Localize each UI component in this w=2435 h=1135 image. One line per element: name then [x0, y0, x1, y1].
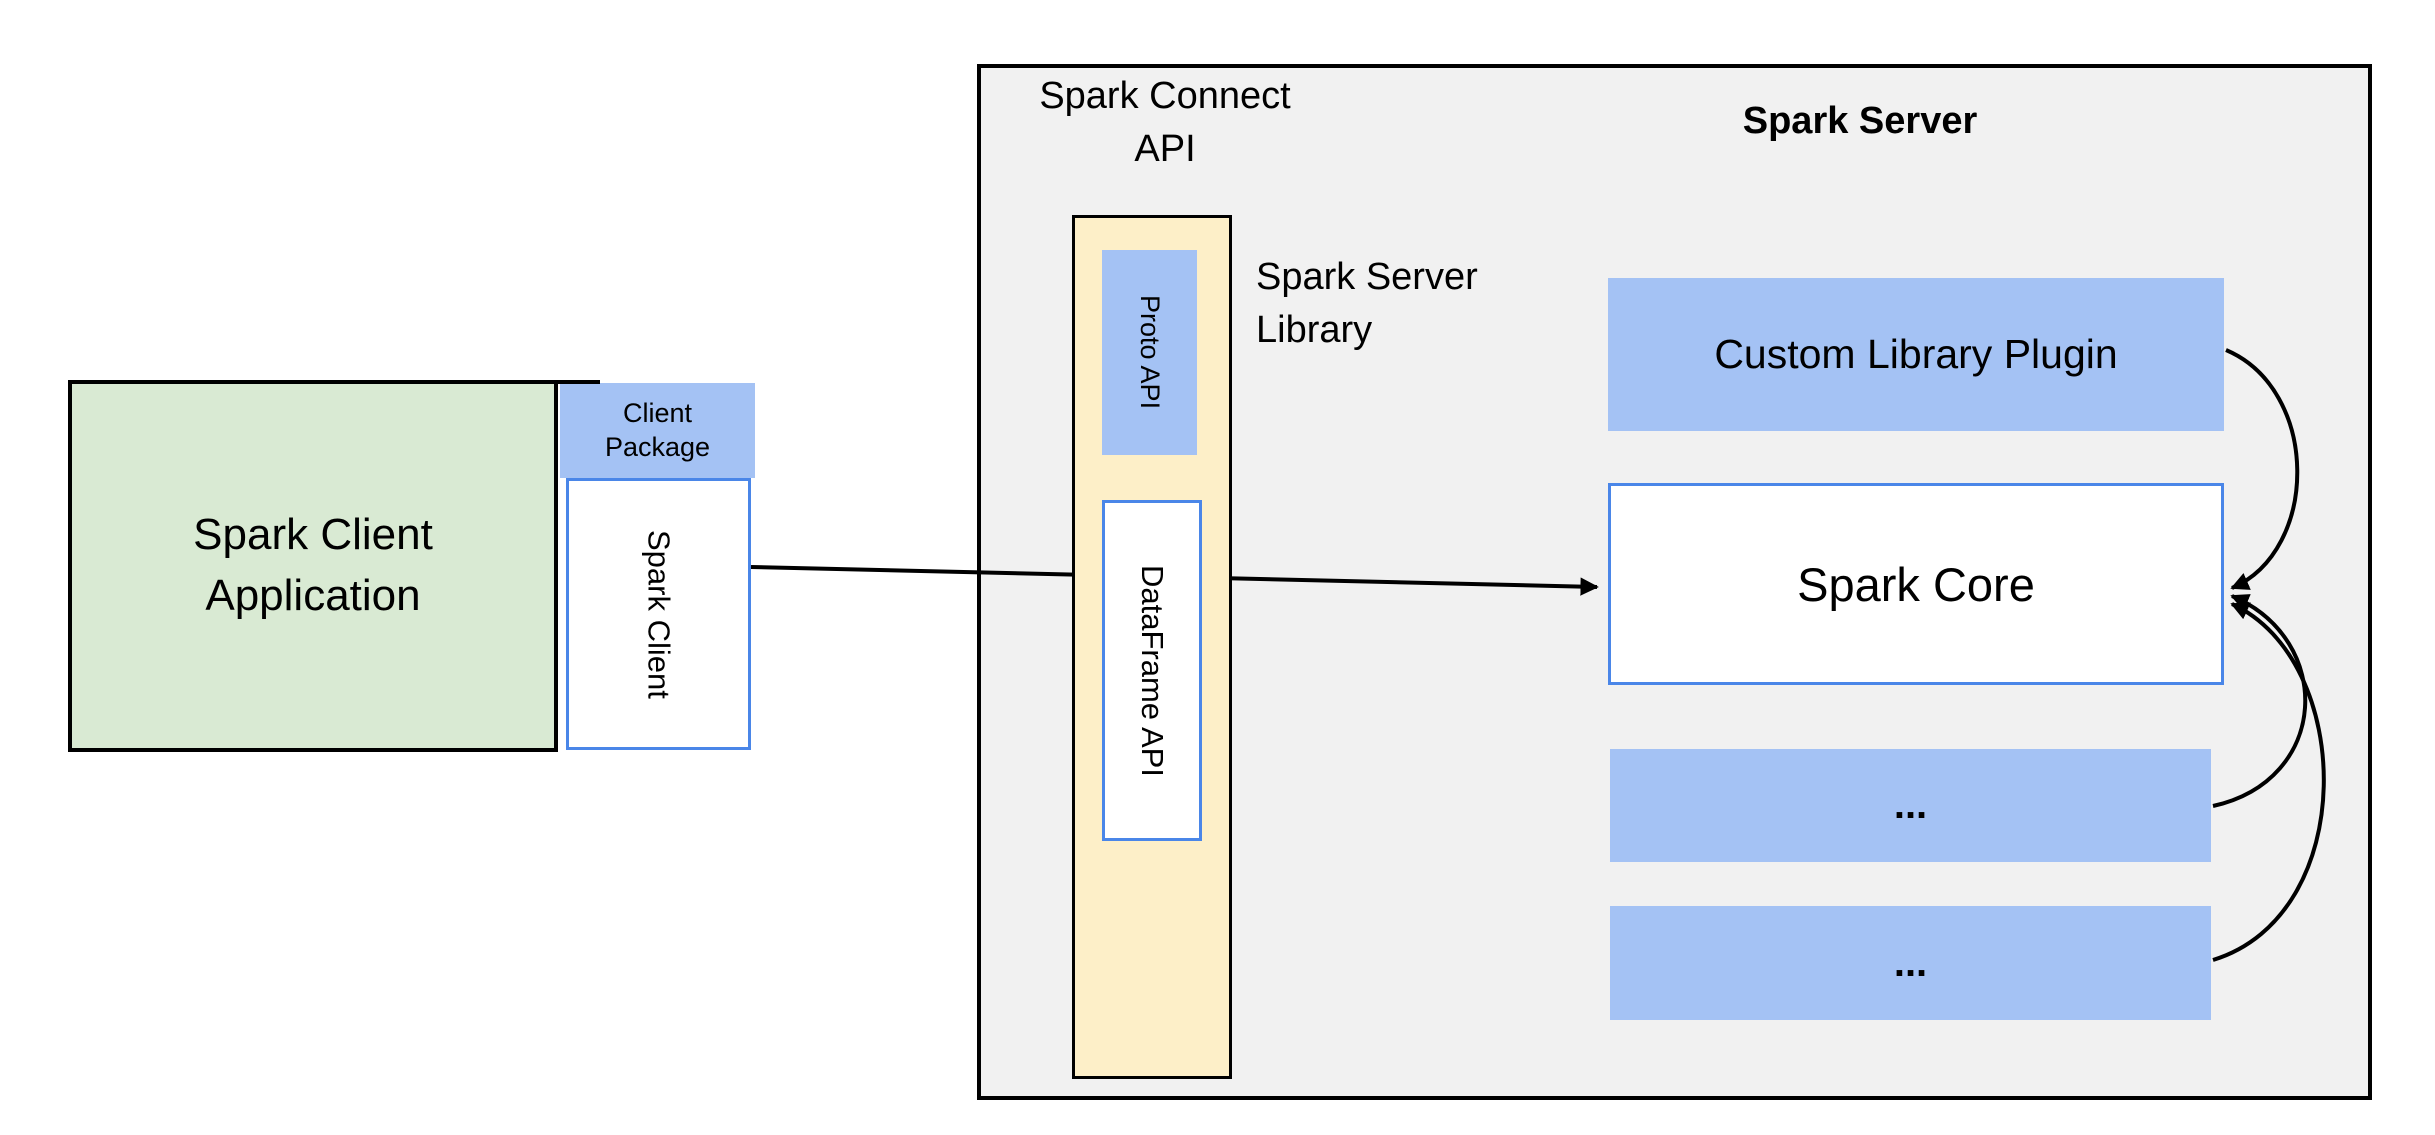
spark-client-box: Spark Client: [566, 478, 751, 750]
more-components-box-1: ...: [1610, 749, 2211, 862]
spark-connect-api-label: Spark Connect API: [1039, 75, 1291, 171]
proto-api-box: Proto API: [1102, 250, 1197, 455]
spark-client-label: Spark Client: [641, 529, 677, 699]
spark-client-application-box: Spark Client Application: [68, 380, 558, 752]
dataframe-api-box: DataFrame API: [1102, 500, 1202, 841]
spark-core-box: Spark Core: [1608, 483, 2224, 685]
client-app-border-overhang: [556, 380, 600, 384]
more-components-box-2: ...: [1610, 906, 2211, 1020]
proto-api-label: Proto API: [1135, 295, 1165, 410]
spark-server-title: Spark Server: [1742, 100, 1978, 142]
custom-library-plugin-box: Custom Library Plugin: [1608, 278, 2224, 431]
client-package-box: Client Package: [560, 383, 755, 478]
spark-server-library-label: Spark Server Library: [1256, 256, 1478, 352]
dataframe-api-label: DataFrame API: [1135, 564, 1170, 777]
